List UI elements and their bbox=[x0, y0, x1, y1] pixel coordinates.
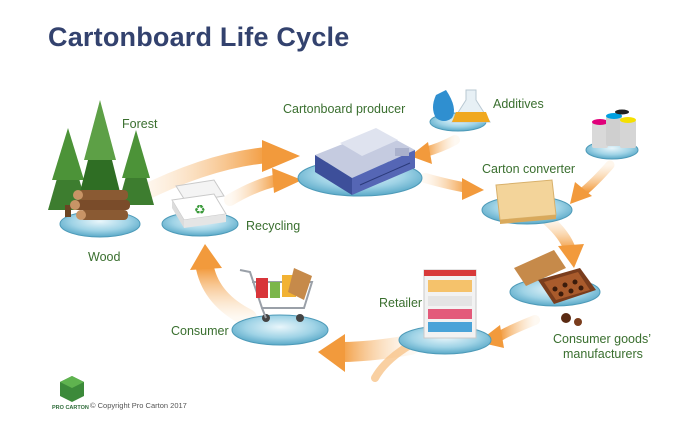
label-converter: Carton converter bbox=[482, 162, 576, 176]
forest-trees-icon bbox=[48, 100, 154, 217]
arrow-retailer-to-consumer bbox=[318, 334, 420, 382]
ink-pots-icon bbox=[592, 109, 636, 148]
logo-text: PRO CARTON bbox=[52, 405, 89, 411]
svg-text:♻: ♻ bbox=[194, 203, 206, 218]
cartonboard-factory-icon bbox=[315, 128, 415, 195]
label-manufacturers-line2: manufacturers bbox=[563, 347, 643, 361]
label-retailer: Retailer bbox=[379, 296, 423, 310]
label-producer: Cartonboard producer bbox=[283, 102, 406, 116]
pro-carton-logo bbox=[60, 376, 84, 402]
additives-flask-icon bbox=[433, 89, 491, 123]
label-consumer: Consumer bbox=[171, 324, 229, 338]
arrow-consumer-to-recycling bbox=[190, 244, 257, 327]
label-wood: Wood bbox=[88, 250, 121, 264]
label-forest: Forest bbox=[122, 117, 158, 131]
platform-consumer bbox=[231, 314, 329, 346]
chocolate-box-icon bbox=[514, 250, 596, 326]
copyright-text: © Copyright Pro Carton 2017 bbox=[90, 401, 187, 410]
carton-board-icon bbox=[495, 179, 557, 224]
label-additives: Additives bbox=[493, 97, 544, 111]
arrow-converter-to-manufacturers bbox=[542, 214, 584, 268]
page-title: Cartonboard Life Cycle bbox=[48, 22, 350, 52]
label-recycling: Recycling bbox=[246, 219, 301, 233]
label-manufacturers-line1: Consumer goods’ bbox=[553, 332, 651, 346]
recycling-paper-icon: ♻ bbox=[171, 179, 227, 228]
arrow-additives-to-producer bbox=[410, 135, 460, 164]
arrow-inks-to-converter bbox=[570, 160, 615, 204]
arrow-producer-to-converter bbox=[420, 173, 484, 200]
wood-logs-icon bbox=[70, 190, 130, 220]
retail-shelf-icon bbox=[423, 269, 477, 339]
shopping-cart-icon bbox=[239, 268, 314, 322]
arrow-forest-to-producer bbox=[132, 140, 300, 203]
arrow-recycling-to-producer bbox=[224, 168, 302, 206]
